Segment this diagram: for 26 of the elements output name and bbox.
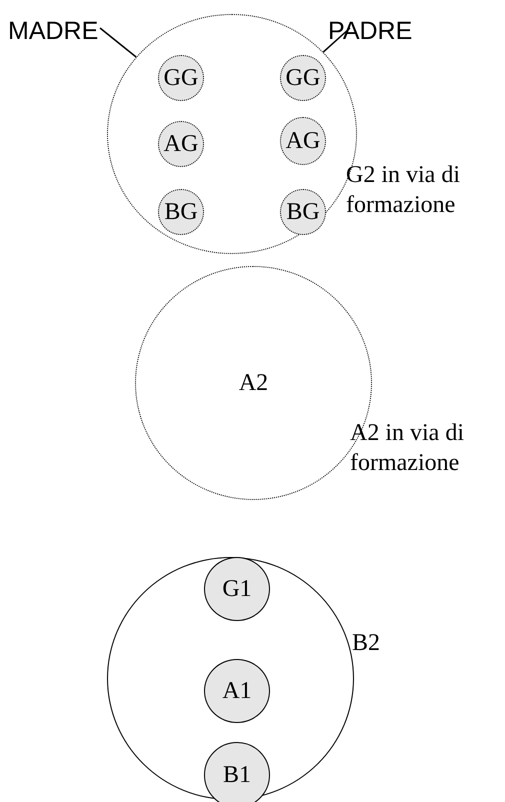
nucleus-circle <box>158 121 204 167</box>
circle-label: GG <box>164 64 198 92</box>
nucleus-circle <box>280 189 326 235</box>
node-label: B2 <box>352 629 382 658</box>
node-label: A2 in via di formazione <box>350 419 465 478</box>
node-label: G2 in via di formazione <box>346 161 461 220</box>
circle-label: A1 <box>222 678 252 704</box>
nucleus-circle <box>158 189 204 235</box>
circle-label: BG <box>286 198 320 226</box>
circle-label: GG <box>286 64 320 92</box>
leader-line <box>322 27 350 53</box>
circle-label: G1 <box>222 576 252 602</box>
circle-label: AG <box>164 130 198 158</box>
circle-label: A2 <box>238 370 268 396</box>
nucleus-circle <box>204 557 270 621</box>
node-label: PADRE <box>328 14 428 48</box>
circle-label: BG <box>164 198 198 226</box>
cell-circle <box>107 557 354 800</box>
nucleus-circle <box>280 117 326 165</box>
node-label: MADRE <box>8 14 108 48</box>
nucleus-circle <box>158 55 204 101</box>
circle-label: AG <box>286 128 320 154</box>
nucleus-circle <box>280 55 326 101</box>
circle-label: B1 <box>222 762 251 788</box>
leader-line <box>100 27 137 58</box>
nucleus-circle <box>204 742 270 802</box>
